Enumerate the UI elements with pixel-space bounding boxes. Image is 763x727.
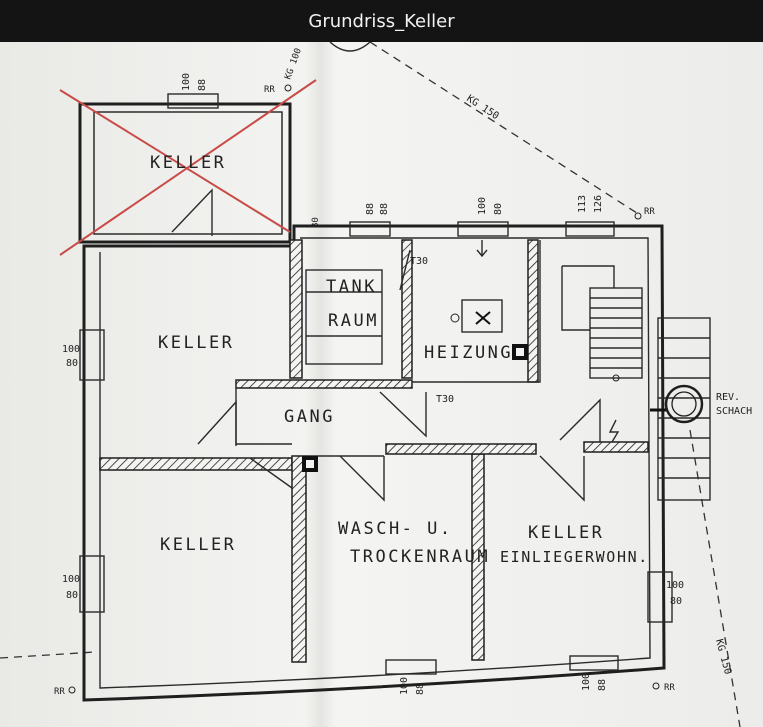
image-viewer[interactable]: 100 88 88 88 100 80 113 126 100 80 100 8…	[0, 42, 763, 727]
staircase	[561, 265, 643, 382]
dim-left-lower-2: 80	[66, 590, 78, 601]
tank-outline	[305, 269, 383, 365]
revision-shaft-icon	[650, 384, 704, 424]
window-top-mid1	[349, 221, 391, 237]
wall-hatch-tank-left	[289, 239, 303, 379]
annotation-rr-top-left: RR	[264, 85, 275, 95]
window-top-mid2	[457, 221, 509, 237]
door-swing-wasch	[339, 455, 385, 502]
room-label-wasch-1: WASCH- U.	[338, 519, 453, 539]
wall-hatch-gang-bottom2	[583, 441, 649, 453]
rr-marker-icon	[634, 212, 642, 220]
door-swing-einlieger	[539, 455, 585, 502]
wall-hatch-tank-right	[401, 239, 413, 379]
dim-bottom-mid-2: 88	[415, 683, 426, 695]
dim-top-right-2: 126	[593, 195, 604, 213]
floor-plan: 100 88 88 88 100 80 113 126 100 80 100 8…	[0, 42, 763, 727]
room-label-keller-crossed: KELLER	[150, 153, 226, 173]
room-keller-crossed	[59, 79, 317, 256]
door-swing-keller-lower	[249, 457, 293, 489]
annotation-rr-top-right: RR	[644, 207, 655, 217]
heater-icon	[450, 299, 528, 360]
window-right	[647, 571, 673, 623]
rr-marker-icon-2	[284, 84, 292, 92]
room-label-einlieger-2: EINLIEGERWOHN.	[500, 548, 649, 566]
dim-left-lower-1: 100	[62, 574, 80, 585]
window-left-upper	[79, 329, 105, 381]
manhole-top	[329, 42, 371, 52]
window-title: Grundriss_Keller	[0, 0, 763, 42]
dim-top-mid1-2: 88	[379, 203, 390, 215]
dim-right-1: 100	[666, 580, 684, 591]
room-label-einlieger-1: KELLER	[528, 523, 604, 543]
room-label-heizung: HEIZUNG	[424, 343, 513, 363]
window-bottom-right	[569, 655, 619, 671]
dim-top-mid1-1: 88	[365, 203, 376, 215]
dim-bottom-right-2: 88	[597, 679, 608, 691]
annotation-rr-bottom-left: RR	[54, 687, 65, 697]
annotation-rev-1: REV.	[716, 392, 740, 403]
outer-wall	[82, 224, 666, 702]
sewer-line-top	[369, 42, 641, 216]
window-top-right	[565, 221, 615, 237]
ground-line	[0, 651, 96, 659]
window-bottom-mid	[385, 659, 437, 675]
rr-marker-icon-4	[652, 682, 660, 690]
dim-top-crossed-1: 100	[181, 73, 192, 91]
dim-left-upper-2: 80	[66, 358, 78, 369]
wall-hatch-gang-left	[291, 455, 307, 663]
door-swing-keller-upper	[197, 400, 237, 446]
partition-heizung	[412, 240, 541, 383]
window-top-crossed	[167, 93, 219, 109]
rr-marker-icon-3	[68, 686, 76, 694]
inner-wall-line	[99, 237, 651, 689]
door-swing-t30	[399, 249, 411, 291]
wall-hatch-gang-top	[235, 379, 413, 389]
dim-left-upper-1: 100	[62, 344, 80, 355]
annotation-rev-2: SCHACH	[716, 406, 752, 417]
room-label-keller-upper: KELLER	[158, 333, 234, 353]
window-left-lower	[79, 555, 105, 613]
dim-bottom-right-1: 100	[581, 673, 592, 691]
room-label-tank-2: RAUM	[328, 311, 379, 331]
dim-right-2: 80	[670, 596, 682, 607]
door-swing-gang	[379, 391, 427, 438]
door-label-t30-lower: T30	[436, 394, 454, 405]
room-label-tank-1: TANK	[326, 277, 377, 297]
lightning-icon	[608, 419, 620, 443]
dim-top-mid2-2: 80	[493, 203, 504, 215]
dim-top-mid2-1: 100	[477, 197, 488, 215]
arrow-down-icon	[476, 240, 488, 258]
dim-bottom-mid-1: 100	[399, 677, 410, 695]
door-label-t30-upper: T30	[410, 256, 428, 267]
wall-hatch-heiz-right	[527, 239, 539, 383]
annotation-rr-bottom-right: RR	[664, 683, 675, 693]
room-label-gang: GANG	[284, 407, 335, 427]
wall-hatch-gang-bottom1	[385, 443, 537, 455]
dim-top-crossed-2: 88	[197, 79, 208, 91]
dim-top-right-1: 113	[577, 195, 588, 213]
room-label-wasch-2: TROCKENRAUM	[350, 547, 490, 567]
room-label-keller-lower: KELLER	[160, 535, 236, 555]
door-swing-right	[559, 398, 601, 442]
dim-tank-wall: 80	[311, 217, 321, 228]
